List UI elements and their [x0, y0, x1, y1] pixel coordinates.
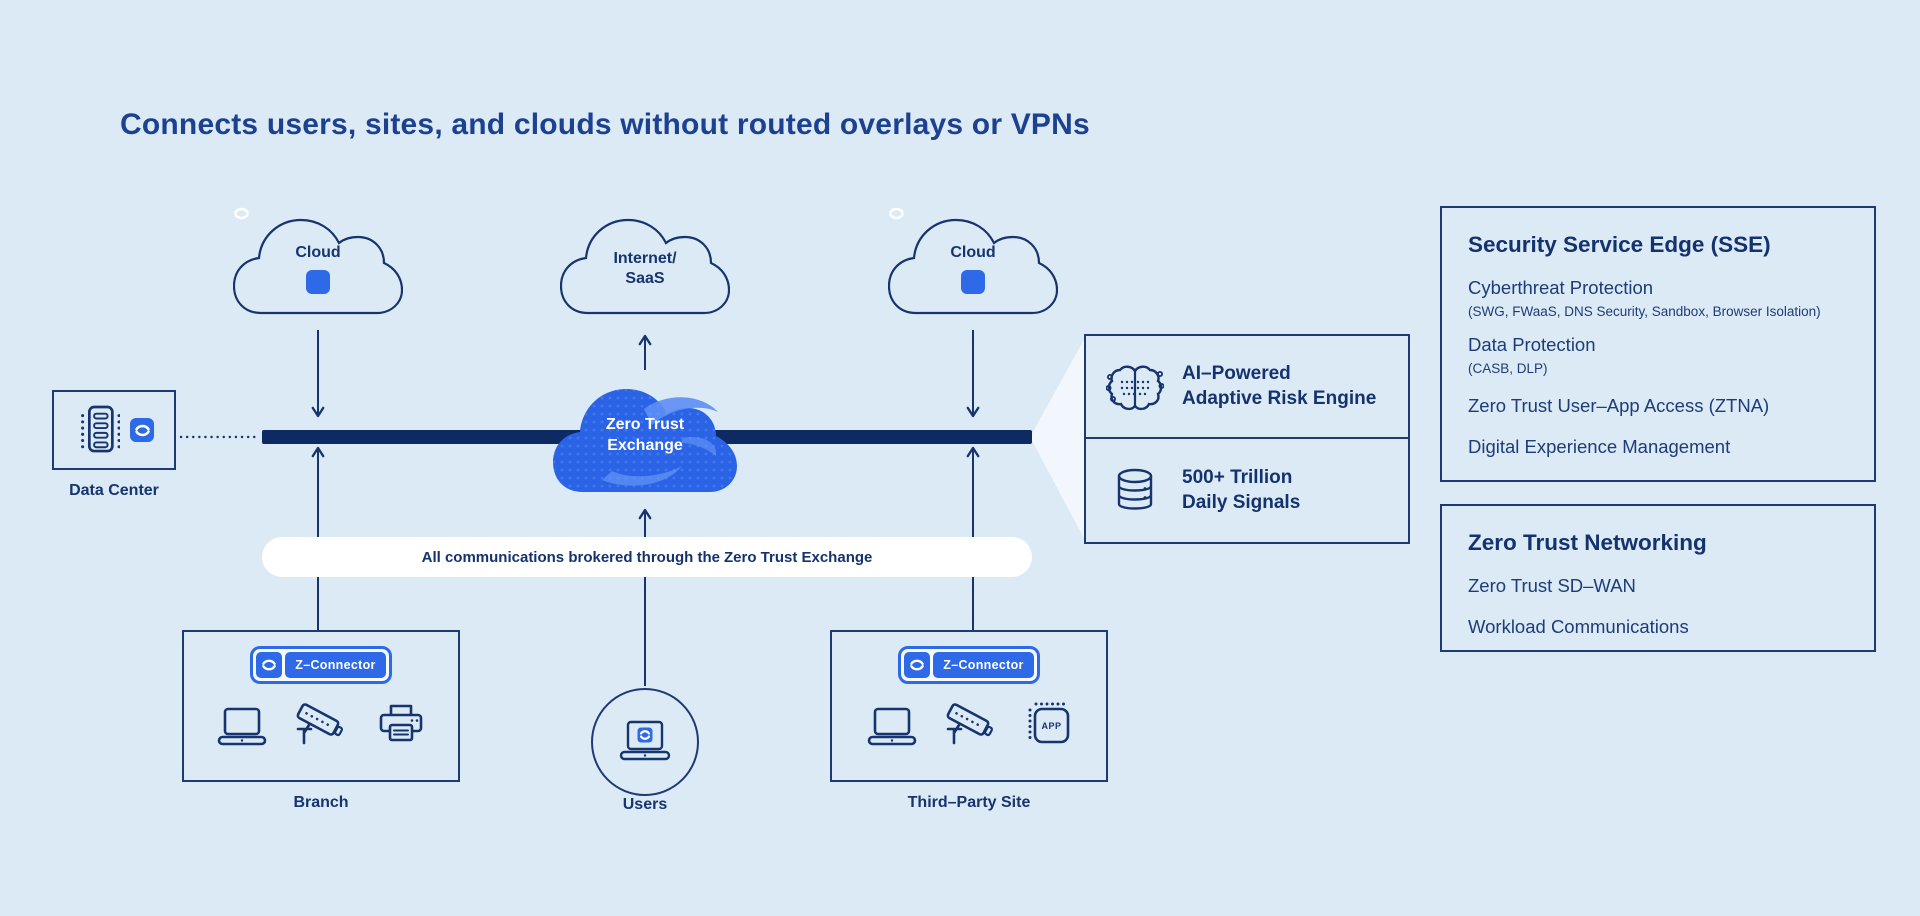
ai-engine-line2: Adaptive Risk Engine [1182, 387, 1377, 409]
branch-box: Z–Connector [182, 630, 460, 782]
third-party-site-box: Z–Connector [830, 630, 1108, 782]
z-connector-badge: Z–Connector [898, 646, 1040, 684]
security-camera-icon [296, 703, 343, 745]
sse-panel-title: Security Service Edge (SSE) [1468, 232, 1771, 257]
sse-item-cyberthreat-protection-sub: (SWG, FWaaS, DNS Security, Sandbox, Brow… [1468, 304, 1821, 319]
daily-signals-row: 500+ Trillion Daily Signals [1086, 439, 1408, 542]
app-icon: APP [1028, 702, 1070, 744]
server-icon [81, 405, 120, 453]
z-connector-label: Z–Connector [285, 652, 386, 678]
laptop-zscaler-icon [619, 720, 671, 761]
sse-item-dem: Digital Experience Management [1468, 436, 1731, 457]
daily-signals-line2: Daily Signals [1182, 491, 1301, 513]
internet-saas-label-line1: Internet/ [613, 250, 677, 268]
printer-icon [379, 704, 423, 742]
laptop-icon [867, 707, 917, 746]
zero-trust-exchange-cloud: Zero Trust Exchange [552, 372, 738, 500]
ztn-item-workload: Workload Communications [1468, 616, 1689, 637]
cloud-outline-icon [560, 218, 730, 315]
internet-saas-label-line2: SaaS [625, 269, 665, 287]
cloud-left-label: Cloud [295, 244, 341, 262]
z-connector-badge: Z–Connector [250, 646, 392, 684]
zscaler-logo-icon [904, 652, 931, 678]
ai-engine-line1: AI–Powered [1182, 362, 1291, 384]
cloud-right: Cloud [888, 205, 1058, 320]
zscaler-logo-icon [256, 652, 283, 678]
sse-panel: Security Service Edge (SSE) Cyberthreat … [1440, 206, 1876, 482]
users-label: Users [622, 796, 668, 813]
security-camera-icon [946, 703, 993, 745]
cloud-left: Cloud [233, 205, 403, 320]
pill-text: All communications brokered through the [421, 548, 720, 566]
risk-engine-box: AI–Powered Adaptive Risk Engine 500+ Tri… [1084, 334, 1410, 544]
zscaler-logo-icon [130, 418, 154, 442]
cloud-right-label: Cloud [950, 244, 996, 262]
data-center-label: Data Center [69, 482, 159, 499]
daily-signals-text: 500+ Trillion Daily Signals [1182, 466, 1300, 515]
database-icon [1117, 468, 1153, 510]
callout-wedge [1030, 336, 1086, 542]
z-connector-label: Z–Connector [933, 652, 1034, 678]
exchange-label: Zero Trust Exchange [552, 372, 738, 500]
exchange-label-line2: Exchange [607, 437, 683, 454]
cloud-outline-icon [888, 218, 1058, 315]
sse-item-data-protection-sub: (CASB, DLP) [1468, 361, 1548, 376]
sse-item-cyberthreat-protection: Cyberthreat Protection [1468, 277, 1654, 298]
pill-text-bold: Zero Trust Exchange [723, 548, 873, 566]
cloud-internet-saas: Internet/ SaaS [560, 205, 730, 320]
branch-label: Branch [293, 794, 349, 811]
ai-engine-text: AI–Powered Adaptive Risk Engine [1182, 362, 1376, 411]
ai-brain-icon [1106, 365, 1164, 410]
cloud-outline-icon [233, 218, 403, 315]
daily-signals-line1: 500+ Trillion [1182, 466, 1293, 488]
ztn-item-sdwan: Zero Trust SD–WAN [1468, 575, 1636, 596]
communications-pill: All communications brokered through the … [262, 537, 1032, 577]
exchange-cloud-icon [553, 389, 737, 492]
users-circle [591, 688, 699, 796]
zscaler-logo-icon [234, 207, 330, 294]
app-icon-label: APP [1041, 721, 1061, 731]
sse-item-data-protection: Data Protection [1468, 334, 1596, 355]
ztn-panel-title: Zero Trust Networking [1468, 530, 1707, 555]
third-party-site-label: Third–Party Site [907, 794, 1031, 811]
data-center-box [52, 390, 176, 470]
ai-engine-row: AI–Powered Adaptive Risk Engine [1086, 336, 1408, 439]
sse-item-ztna: Zero Trust User–App Access (ZTNA) [1468, 395, 1770, 416]
exchange-label-line1: Zero Trust [605, 416, 685, 434]
ztn-panel: Zero Trust Networking Zero Trust SD–WAN … [1440, 504, 1876, 652]
laptop-icon [217, 707, 267, 746]
zscaler-logo-icon [889, 207, 985, 294]
page-title: Connects users, sites, and clouds withou… [120, 108, 1090, 141]
